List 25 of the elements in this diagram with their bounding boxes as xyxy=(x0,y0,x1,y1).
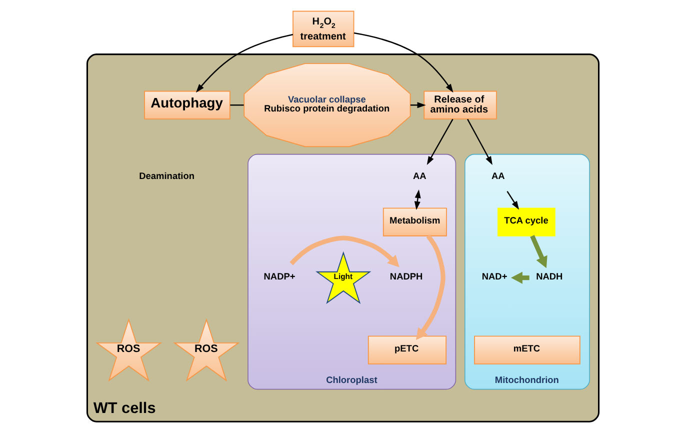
node-box: TCA cycle xyxy=(497,208,555,236)
arrow xyxy=(506,191,519,210)
arrow xyxy=(353,32,453,93)
arrow xyxy=(415,234,445,340)
node-box: Release of amino acids xyxy=(423,90,496,120)
node-box: H$_{2}$O$_{2}$ treatment xyxy=(292,10,354,48)
node-text: NAD+ xyxy=(481,271,507,282)
arrow xyxy=(195,34,293,93)
node-text: NADP+ xyxy=(263,271,295,282)
node-box: Metabolism xyxy=(382,208,446,236)
node-text: AA xyxy=(412,171,426,182)
arrow xyxy=(289,236,399,268)
node-text: NADPH xyxy=(389,271,422,282)
node-box: pETC xyxy=(367,336,446,364)
node-text: NADH xyxy=(536,271,562,282)
arrow xyxy=(510,272,529,284)
node-box: Autophagy xyxy=(144,90,230,120)
node-box: mETC xyxy=(474,336,580,364)
label: Deamination xyxy=(138,171,194,182)
arrow xyxy=(426,118,453,165)
node-text: AA xyxy=(490,171,504,182)
arrow xyxy=(466,118,492,166)
connector xyxy=(230,104,244,106)
arrow xyxy=(530,234,547,268)
arrow xyxy=(414,189,420,210)
